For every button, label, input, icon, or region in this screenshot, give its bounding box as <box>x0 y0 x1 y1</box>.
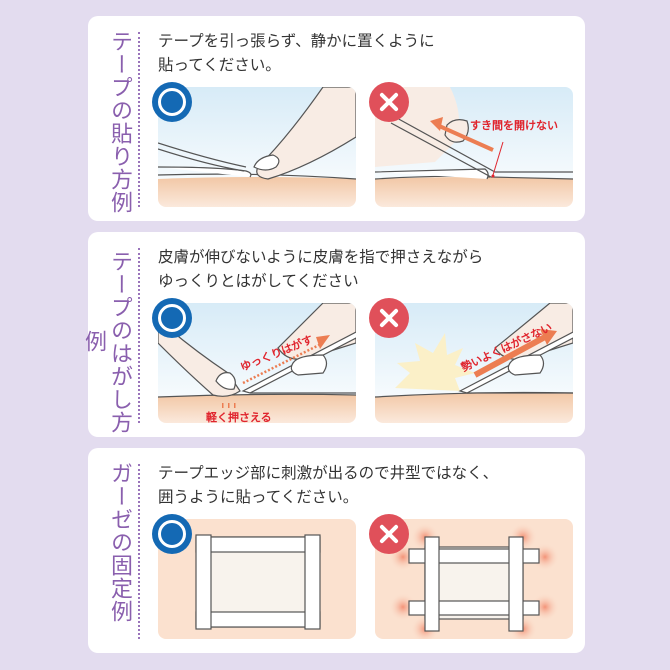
correct-circle-icon <box>152 298 192 338</box>
section-gauze-fixing: ガーゼの固定例 テープエッジ部に刺激が出るので井型ではなく、 囲うように貼ってく… <box>88 448 585 653</box>
annotation-no-gap: すき間を開けない <box>470 119 558 132</box>
correct-circle-icon <box>152 82 192 122</box>
ok-illustration: ゆっくりはがす 軽く押さえる <box>158 303 356 423</box>
section-title: ガーゼの固定例 <box>107 462 132 623</box>
wrong-cross-icon <box>369 298 409 338</box>
instruction-text: テープを引っ張らず、静かに置くように 貼ってください。 <box>158 32 435 74</box>
dotted-divider <box>138 464 140 639</box>
section-remove-tape: テープのはがし方例 皮膚が伸びないように皮膚を指で押さえながら ゆっくりとはがし… <box>81 232 585 437</box>
section-apply-tape: テープの貼り方例 テープを引っ張らず、静かに置くように 貼ってください。 <box>88 16 585 221</box>
section-title: テープのはがし方例 <box>81 249 132 434</box>
ok-illustration <box>158 519 356 639</box>
ng-illustration: すき間を開けない <box>375 87 573 207</box>
ok-illustration <box>158 87 356 207</box>
annotation-press-lightly: 軽く押さえる <box>206 411 272 423</box>
dotted-divider <box>138 248 140 423</box>
correct-circle-icon <box>152 514 192 554</box>
wrong-cross-icon <box>369 514 409 554</box>
ng-illustration: 勢いよくはがさない <box>375 303 573 423</box>
dotted-divider <box>138 32 140 207</box>
instruction-text: 皮膚が伸びないように皮膚を指で押さえながら ゆっくりとはがしてください <box>158 248 484 290</box>
instruction-text: テープエッジ部に刺激が出るので井型ではなく、 囲うように貼ってください。 <box>158 464 499 506</box>
wrong-cross-icon <box>369 82 409 122</box>
section-title: テープの貼り方例 <box>107 30 132 214</box>
